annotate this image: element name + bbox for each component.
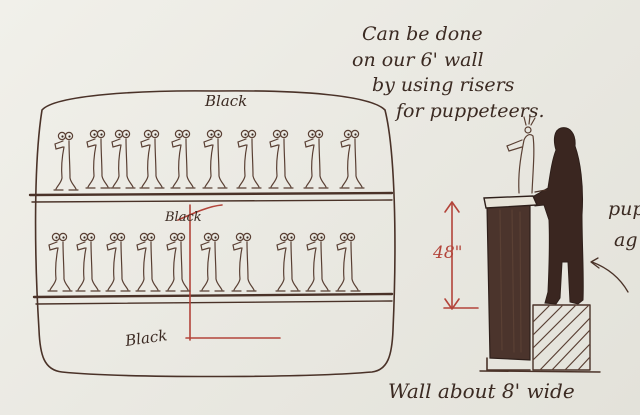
puppet-figure <box>110 129 136 189</box>
stage-cabinet-top <box>483 195 539 209</box>
height-dimension <box>443 201 479 310</box>
stage-frame-outline <box>34 90 396 378</box>
lower-puppet-row <box>47 232 361 292</box>
edge-text-2: ag <box>614 229 638 251</box>
side-view-drawing: 48" <box>432 115 629 373</box>
puppet-figure <box>53 131 79 191</box>
wall-width-caption: Wall about 8' wide <box>388 379 575 403</box>
cabinet-base <box>486 357 531 371</box>
puppet-figure <box>75 232 101 292</box>
cabinet-drape-folds <box>499 209 522 353</box>
puppet-figure <box>202 129 228 189</box>
puppet-figure <box>231 232 257 292</box>
puppet-figure <box>305 232 331 292</box>
puppet-figure <box>303 129 329 189</box>
puppet-figure <box>236 129 262 189</box>
floor-line <box>479 370 601 373</box>
puppet-figure <box>85 129 111 189</box>
side-view-puppet <box>506 115 536 194</box>
lower-shelf-bottom <box>35 300 393 305</box>
pointer-arrow <box>591 261 629 293</box>
lower-shelf-top <box>32 292 394 299</box>
note-line-1: Can be done <box>362 23 483 45</box>
puppet-figure <box>135 232 161 292</box>
puppet-figure <box>268 129 294 189</box>
note-line-3: by using risers <box>372 74 515 96</box>
puppet-figure <box>105 232 131 292</box>
puppeteer-figure <box>533 127 584 305</box>
pointer-arrowhead <box>590 257 600 269</box>
height-label: 48" <box>432 243 462 263</box>
handwritten-note: Can be done on our 6' wall by using rise… <box>352 23 545 122</box>
riser-hatching <box>532 305 591 371</box>
upper-shelf-bottom <box>31 199 393 203</box>
puppet-figure <box>170 129 196 189</box>
puppet-figure <box>199 232 225 292</box>
puppet-figure <box>275 232 301 292</box>
stage-label-top: Black <box>204 92 247 110</box>
stage-front-view <box>28 90 396 378</box>
upper-shelf-top <box>28 191 394 197</box>
puppet-figure <box>47 232 73 292</box>
stage-label-bottom: Black <box>123 326 168 350</box>
red-guide-mark <box>177 204 223 221</box>
puppet-figure <box>335 232 361 292</box>
note-line-4: for puppeteers. <box>394 100 545 122</box>
note-line-2: on our 6' wall <box>352 49 484 71</box>
stage-label-middle: Black <box>164 210 202 225</box>
puppeteer-arm <box>534 189 547 193</box>
puppet-figure <box>139 129 165 189</box>
edge-text-1: pup <box>608 198 640 220</box>
stage-cabinet <box>486 204 531 361</box>
puppet-figure <box>339 129 365 189</box>
puppet-figure <box>165 232 191 292</box>
upper-puppet-row <box>53 129 365 191</box>
